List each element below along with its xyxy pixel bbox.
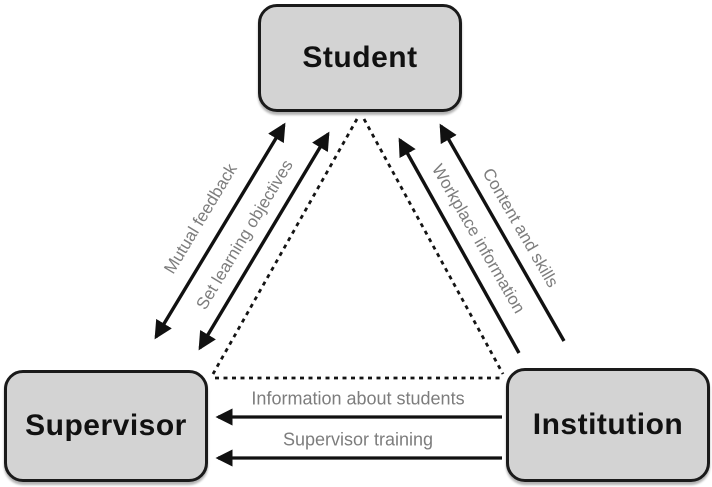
edge-label-supervisor-training: Supervisor training bbox=[282, 429, 434, 450]
node-supervisor-label: Supervisor bbox=[25, 409, 187, 442]
content-and-skills-arrow bbox=[439, 123, 566, 342]
node-student-label: Student bbox=[302, 41, 418, 74]
workplace-information-arrow bbox=[398, 137, 521, 354]
node-institution-label: Institution bbox=[532, 408, 684, 441]
mutual-feedback-arrow bbox=[154, 122, 286, 340]
node-student: Student bbox=[258, 4, 462, 112]
dotted-line-student-institution bbox=[362, 118, 505, 375]
node-institution: Institution bbox=[506, 368, 710, 482]
edge-label-information-about-students: Information about students bbox=[251, 388, 465, 409]
set-learning-objectives-arrow bbox=[198, 131, 330, 351]
node-supervisor: Supervisor bbox=[4, 370, 208, 482]
